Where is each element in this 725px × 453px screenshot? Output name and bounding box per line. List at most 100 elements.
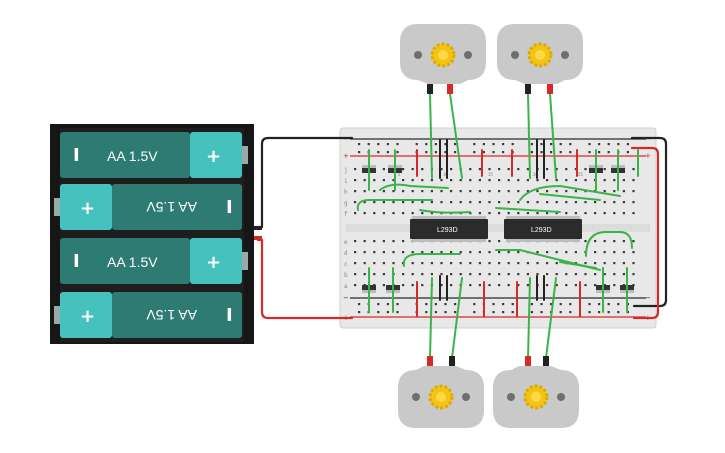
breadboard-hole[interactable] (392, 240, 395, 243)
breadboard-hole[interactable] (402, 179, 405, 182)
breadboard-hole[interactable] (536, 190, 539, 193)
l293d-chip-right[interactable]: L293D (504, 216, 582, 242)
breadboard-hole[interactable] (386, 303, 389, 306)
breadboard-hole[interactable] (569, 303, 572, 306)
breadboard-hole[interactable] (617, 303, 620, 306)
breadboard-hole[interactable] (613, 251, 616, 254)
battery-cell-1[interactable]: I AA 1.5V + (60, 132, 248, 178)
breadboard-hole[interactable] (382, 201, 385, 204)
breadboard-hole[interactable] (434, 303, 437, 306)
breadboard-hole[interactable] (613, 284, 616, 287)
breadboard-hole[interactable] (622, 190, 625, 193)
wire-motor-bottom-right-b[interactable] (545, 277, 557, 359)
breadboard-hole[interactable] (598, 311, 601, 314)
breadboard-hole[interactable] (430, 179, 433, 182)
breadboard-hole[interactable] (540, 311, 543, 314)
breadboard-hole[interactable] (488, 179, 491, 182)
breadboard-hole[interactable] (469, 190, 472, 193)
breadboard-hole[interactable] (421, 262, 424, 265)
breadboard-hole[interactable] (425, 311, 428, 314)
breadboard-hole[interactable] (358, 143, 361, 146)
breadboard-hole[interactable] (517, 212, 520, 215)
breadboard-hole[interactable] (498, 190, 501, 193)
breadboard-hole[interactable] (454, 303, 457, 306)
breadboard-hole[interactable] (555, 179, 558, 182)
breadboard-hole[interactable] (632, 212, 635, 215)
breadboard-hole[interactable] (622, 201, 625, 204)
breadboard-hole[interactable] (536, 273, 539, 276)
breadboard-hole[interactable] (603, 179, 606, 182)
breadboard-hole[interactable] (450, 201, 453, 204)
breadboard-hole[interactable] (354, 240, 357, 243)
breadboard-hole[interactable] (594, 284, 597, 287)
breadboard-hole[interactable] (478, 212, 481, 215)
breadboard-hole[interactable] (392, 190, 395, 193)
breadboard-hole[interactable] (411, 273, 414, 276)
breadboard-hole[interactable] (632, 168, 635, 171)
breadboard-hole[interactable] (594, 262, 597, 265)
wire-motor-bottom-left-b[interactable] (451, 277, 463, 359)
breadboard-hole[interactable] (594, 201, 597, 204)
breadboard-hole[interactable] (540, 151, 543, 154)
breadboard-hole[interactable] (488, 201, 491, 204)
breadboard-hole[interactable] (434, 151, 437, 154)
breadboard-hole[interactable] (411, 284, 414, 287)
breadboard-hole[interactable] (622, 262, 625, 265)
breadboard-hole[interactable] (454, 151, 457, 154)
breadboard-hole[interactable] (511, 143, 514, 146)
breadboard-hole[interactable] (354, 284, 357, 287)
breadboard-hole[interactable] (574, 251, 577, 254)
breadboard-hole[interactable] (603, 262, 606, 265)
breadboard-hole[interactable] (358, 311, 361, 314)
breadboard-hole[interactable] (386, 143, 389, 146)
breadboard-hole[interactable] (565, 179, 568, 182)
breadboard-hole[interactable] (450, 168, 453, 171)
breadboard-hole[interactable] (584, 201, 587, 204)
breadboard-hole[interactable] (469, 201, 472, 204)
wire-green-jumper[interactable] (539, 193, 601, 201)
breadboard-hole[interactable] (507, 284, 510, 287)
breadboard-hole[interactable] (469, 179, 472, 182)
breadboard-hole[interactable] (373, 212, 376, 215)
breadboard-hole[interactable] (540, 303, 543, 306)
breadboard-hole[interactable] (444, 311, 447, 314)
breadboard-hole[interactable] (526, 273, 529, 276)
wire-green-jumper[interactable] (495, 207, 561, 213)
breadboard-hole[interactable] (555, 284, 558, 287)
breadboard[interactable]: + − + − + − + − j i h g f e d c b a 5 10… (339, 127, 657, 329)
breadboard-hole[interactable] (430, 201, 433, 204)
breadboard-hole[interactable] (373, 273, 376, 276)
breadboard-hole[interactable] (396, 151, 399, 154)
wire-motor-top-right-b[interactable] (549, 93, 557, 179)
breadboard-hole[interactable] (440, 284, 443, 287)
breadboard-hole[interactable] (358, 151, 361, 154)
breadboard-hole[interactable] (613, 240, 616, 243)
breadboard-hole[interactable] (421, 273, 424, 276)
breadboard-hole[interactable] (517, 284, 520, 287)
breadboard-hole[interactable] (382, 190, 385, 193)
breadboard-hole[interactable] (411, 168, 414, 171)
breadboard-hole[interactable] (402, 190, 405, 193)
breadboard-hole[interactable] (396, 311, 399, 314)
breadboard-hole[interactable] (502, 303, 505, 306)
dc-motor-bottom-right[interactable] (493, 356, 579, 428)
breadboard-hole[interactable] (517, 251, 520, 254)
breadboard-hole[interactable] (546, 284, 549, 287)
breadboard-hole[interactable] (550, 303, 553, 306)
breadboard-hole[interactable] (565, 168, 568, 171)
breadboard-hole[interactable] (382, 212, 385, 215)
breadboard-hole[interactable] (526, 201, 529, 204)
breadboard-hole[interactable] (488, 251, 491, 254)
wire-motor-top-right-a[interactable] (527, 93, 531, 179)
breadboard-hole[interactable] (444, 303, 447, 306)
breadboard-hole[interactable] (354, 262, 357, 265)
wire-green-jumper[interactable] (559, 261, 597, 269)
breadboard-hole[interactable] (588, 143, 591, 146)
breadboard-hole[interactable] (603, 240, 606, 243)
breadboard-hole[interactable] (574, 284, 577, 287)
breadboard-hole[interactable] (363, 212, 366, 215)
breadboard-hole[interactable] (536, 179, 539, 182)
breadboard-hole[interactable] (507, 273, 510, 276)
breadboard-hole[interactable] (396, 303, 399, 306)
breadboard-hole[interactable] (632, 273, 635, 276)
